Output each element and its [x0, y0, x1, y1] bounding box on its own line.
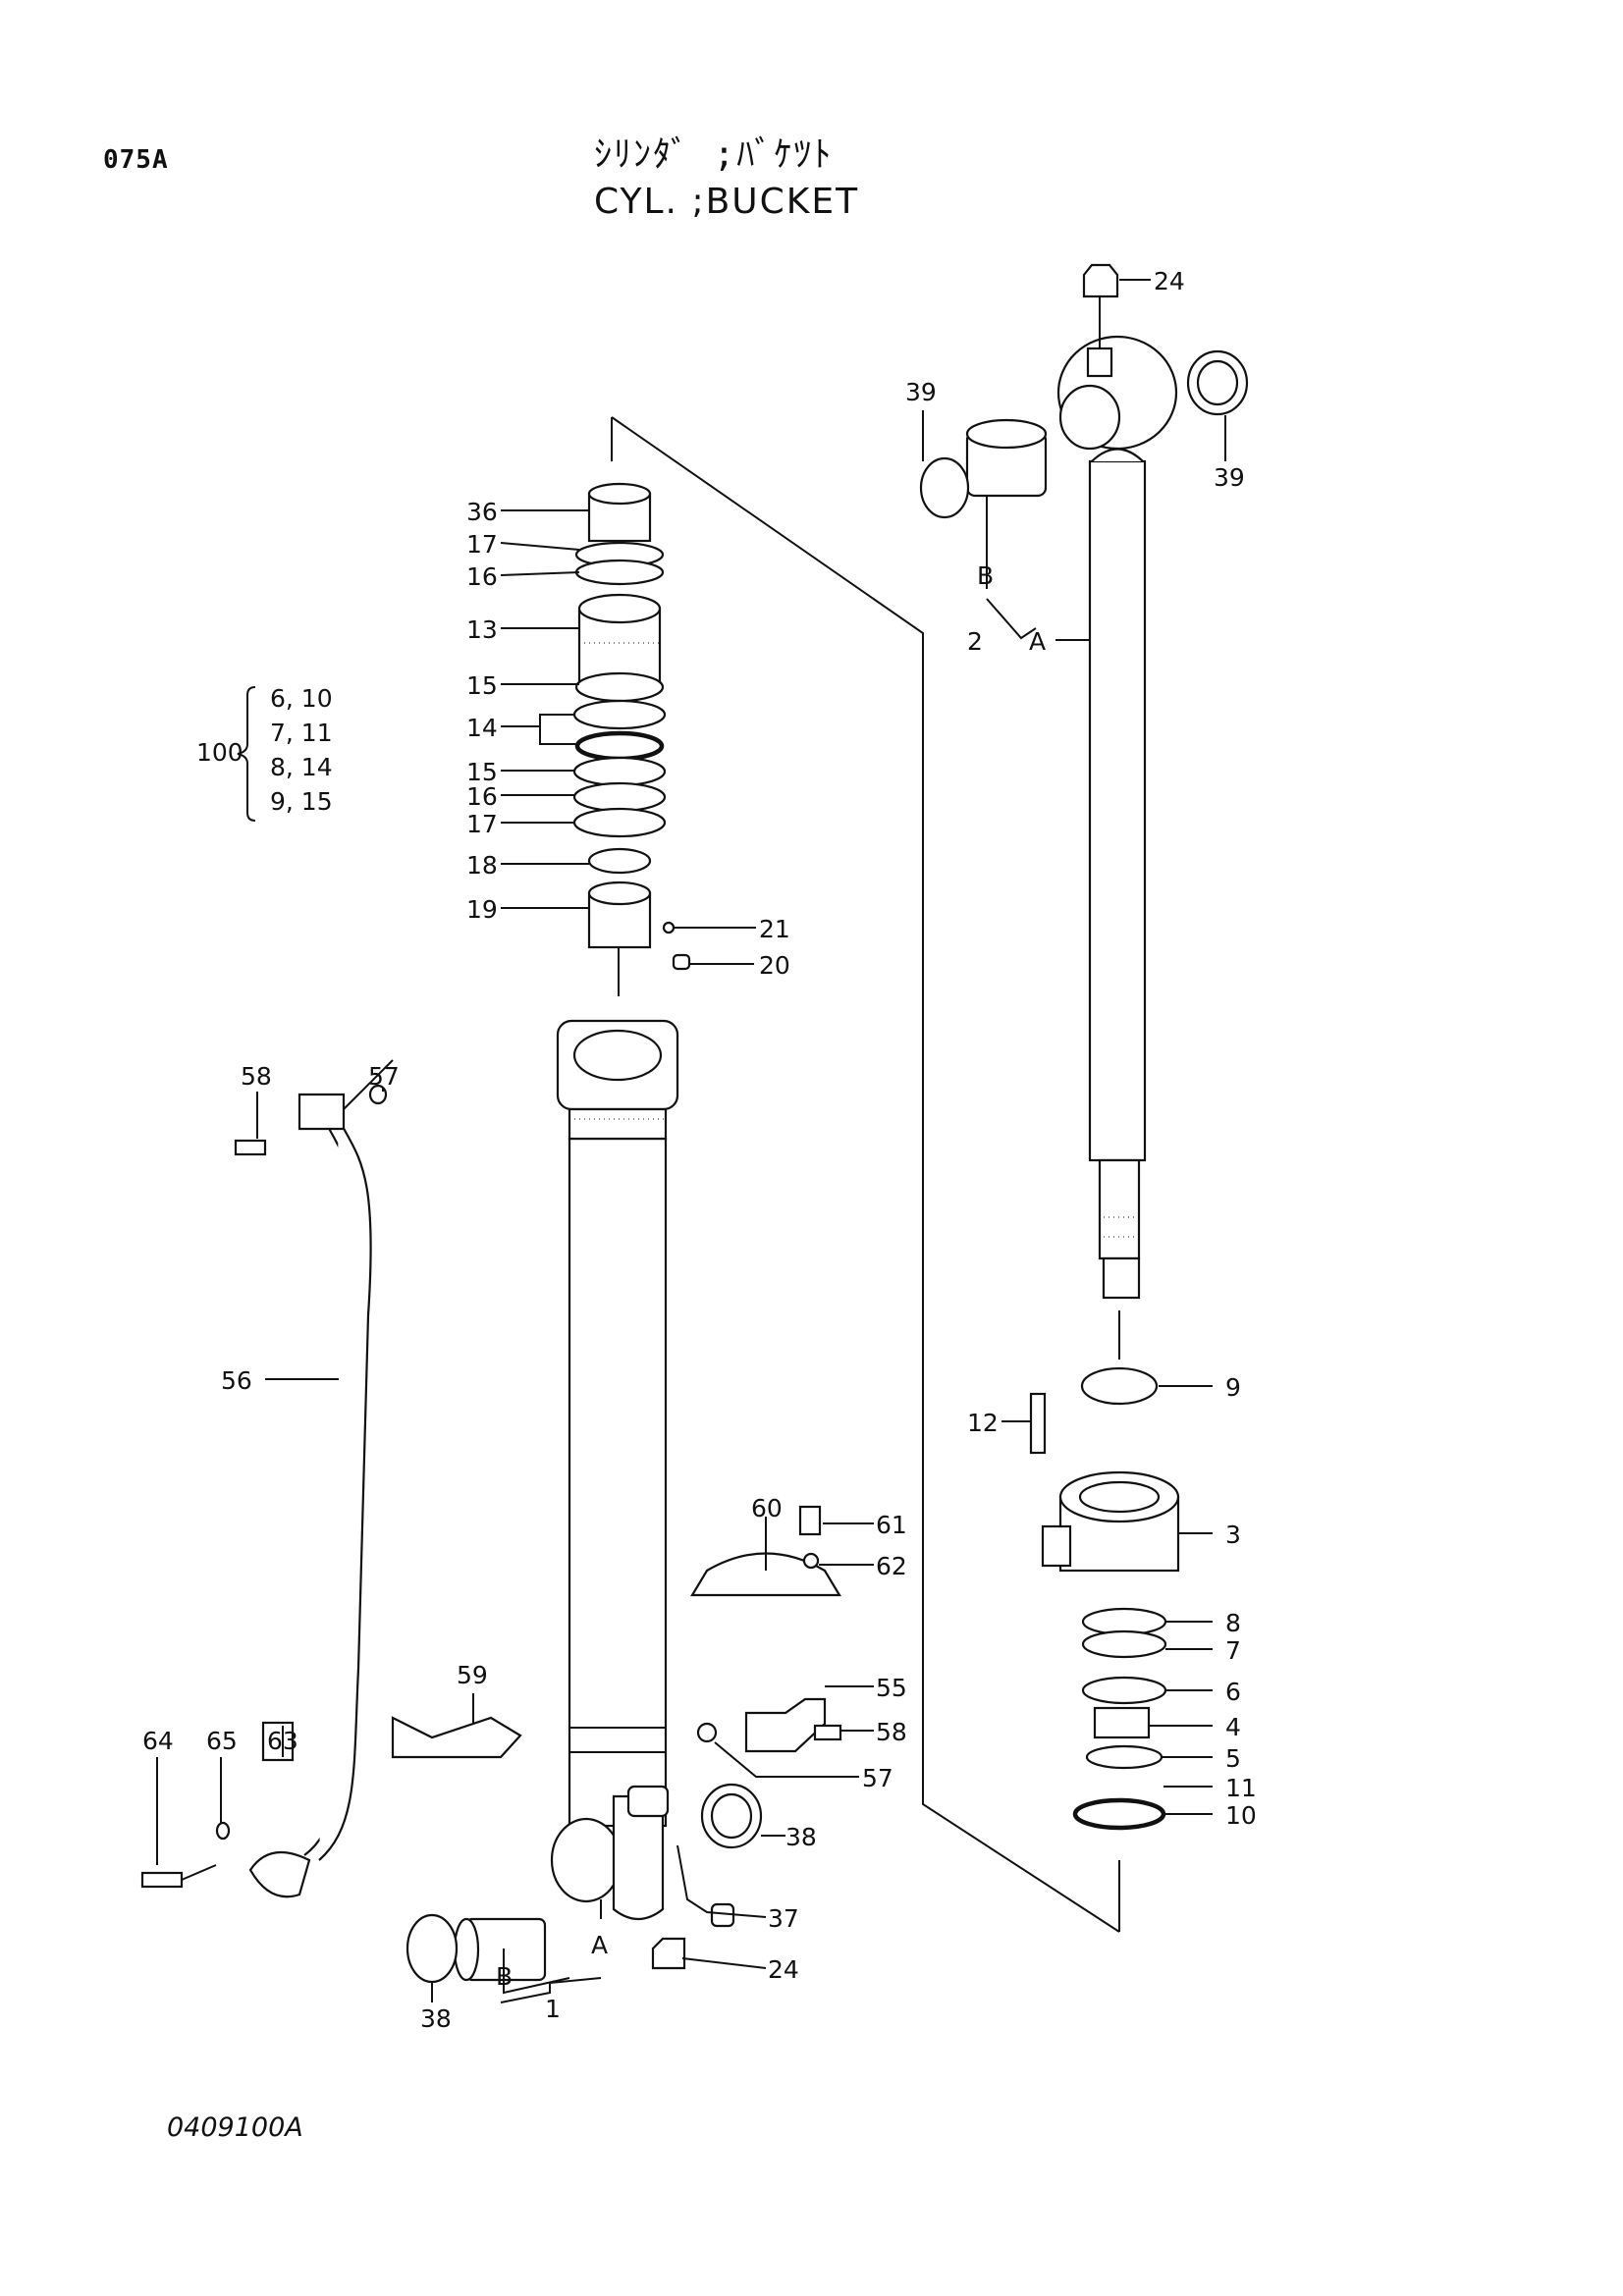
callout-58-lower: 58	[876, 1718, 907, 1746]
callout-B-left: B	[496, 1962, 513, 1991]
callout-57-upper: 57	[368, 1062, 400, 1091]
callout-4: 4	[1225, 1713, 1241, 1741]
callout-20: 20	[759, 951, 790, 980]
callout-38-left: 38	[420, 2004, 452, 2033]
callout-9: 9	[1225, 1373, 1241, 1402]
hose-and-fittings	[140, 1084, 842, 1984]
callout-57-lower: 57	[862, 1764, 893, 1792]
callout-2: 2	[967, 627, 983, 656]
piston-rod-assembly	[1056, 263, 1178, 1300]
assembly-frame-lines	[611, 416, 1120, 1933]
callout-24-bottom: 24	[768, 1955, 799, 1984]
callout-65: 65	[206, 1727, 238, 1755]
kit-brace	[237, 686, 256, 822]
rod-cover-assembly	[1029, 1366, 1180, 1831]
callout-38-right: 38	[785, 1823, 817, 1851]
piston-parts-stack	[572, 482, 691, 971]
callout-58-upper: 58	[241, 1062, 272, 1091]
callout-11: 11	[1225, 1774, 1257, 1802]
callout-64: 64	[142, 1727, 174, 1755]
kit-number: 100	[196, 738, 243, 767]
drawing-number: 0409100A	[167, 2112, 303, 2143]
callout-A-left: A	[591, 1931, 608, 1959]
title-english: CYL. ;BUCKET	[594, 182, 860, 222]
callout-63: 63	[267, 1727, 298, 1755]
callout-18: 18	[466, 851, 498, 880]
callout-15-upper: 15	[466, 671, 498, 700]
callout-A-right: A	[1029, 627, 1046, 656]
callout-labels: 24 39 39 B 2 A 36 17 16 13 15 14 15 16 1…	[142, 267, 1257, 2033]
callout-1: 1	[545, 1995, 561, 2023]
callout-24-top: 24	[1154, 267, 1185, 295]
callout-60: 60	[751, 1494, 783, 1522]
callout-B-right: B	[977, 561, 994, 590]
callout-21: 21	[759, 915, 790, 943]
callout-6: 6	[1225, 1678, 1241, 1706]
callout-62: 62	[876, 1552, 907, 1580]
callout-14: 14	[466, 714, 498, 742]
callout-13: 13	[466, 615, 498, 644]
kit-callout: 100 6, 10 7, 11 8, 14 9, 15	[196, 684, 333, 816]
callout-61: 61	[876, 1511, 907, 1539]
callout-15-lower: 15	[466, 758, 498, 786]
kit-row-4: 9, 15	[270, 787, 333, 816]
callout-16-lower: 16	[466, 782, 498, 811]
callout-39-left: 39	[905, 378, 937, 406]
callout-56: 56	[221, 1366, 252, 1395]
rod-bushing	[919, 349, 1249, 519]
callout-12: 12	[967, 1409, 999, 1437]
callout-16-upper: 16	[466, 562, 498, 591]
leader-lines	[156, 279, 1226, 2003]
callout-36: 36	[466, 498, 498, 526]
kit-row-3: 8, 14	[270, 753, 333, 781]
callout-39-right: 39	[1214, 463, 1245, 492]
callout-55: 55	[876, 1674, 907, 1702]
callout-5: 5	[1225, 1744, 1241, 1773]
callout-8: 8	[1225, 1609, 1241, 1637]
callout-10: 10	[1225, 1801, 1257, 1830]
callout-37: 37	[768, 1904, 799, 1933]
title-japanese: ｼﾘﾝﾀﾞ ;ﾊﾞｹﾂﾄ	[594, 134, 834, 175]
cylinder-tube	[550, 1019, 679, 1921]
callout-17-lower: 17	[466, 810, 498, 838]
kit-row-1: 6, 10	[270, 684, 333, 713]
kit-row-2: 7, 11	[270, 719, 333, 747]
callout-59: 59	[457, 1661, 488, 1689]
callout-7: 7	[1225, 1636, 1241, 1665]
callout-3: 3	[1225, 1521, 1241, 1549]
page-code: 075A	[103, 145, 169, 175]
callout-19: 19	[466, 895, 498, 924]
callout-17-upper: 17	[466, 530, 498, 559]
